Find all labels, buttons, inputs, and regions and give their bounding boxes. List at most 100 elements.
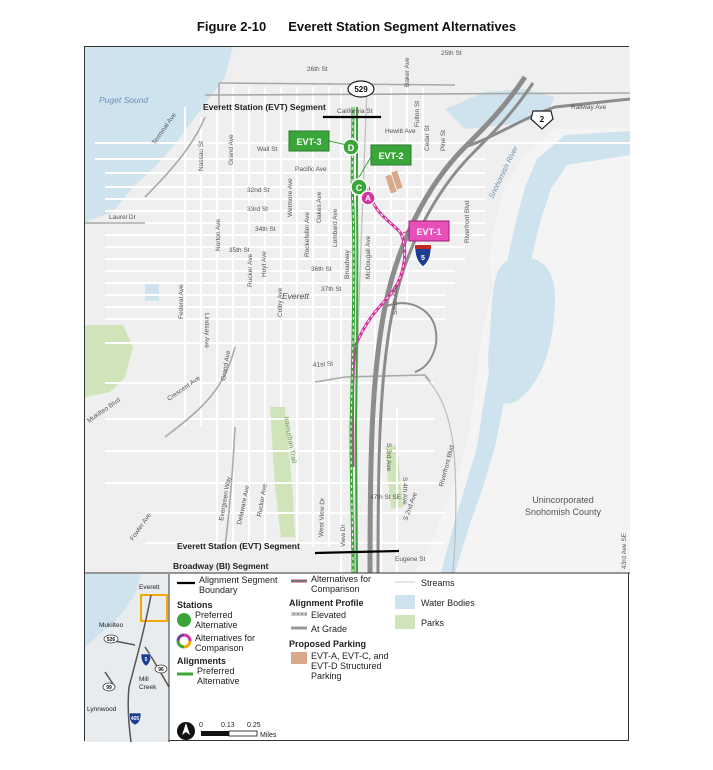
scale-bar — [201, 730, 258, 737]
park-east — [385, 445, 403, 509]
label-colby: Colby Ave — [277, 287, 284, 317]
station-a[interactable]: A — [360, 190, 376, 206]
label-34th: 34th St — [255, 226, 276, 233]
label-36th: 36th St — [311, 266, 332, 273]
legend-parking-swatch — [291, 652, 307, 664]
callout-evt1[interactable]: EVT-1 — [402, 220, 450, 242]
legend-profile-header: Alignment Profile — [289, 598, 364, 608]
evt2-alignment — [354, 107, 359, 573]
legend-atgrade-label: At Grade — [311, 624, 348, 634]
i5-shield-text: 5 — [421, 255, 425, 262]
label-snohomish-county: Snohomish County — [525, 507, 602, 517]
legend-parks-swatch — [395, 615, 415, 629]
legend-parking-header: Proposed Parking — [289, 639, 367, 649]
label-37th: 37th St — [321, 286, 342, 293]
callout-evt2[interactable]: EVT-2 — [358, 144, 412, 178]
map-frame: 25th St 26th St California St Hewitt Ave… — [84, 46, 630, 743]
i5-highway — [367, 75, 630, 573]
label-wall: Wall St — [257, 146, 278, 153]
callout-evt2-text: EVT-2 — [378, 151, 403, 161]
legend-elevated-label: Elevated — [311, 610, 347, 620]
label-rucker: Rucker Ave — [247, 253, 254, 287]
preferred-elevated — [350, 106, 355, 573]
label-westview: West View Dr — [318, 497, 326, 537]
legend-comparison-station-swatch — [176, 633, 192, 649]
label-laurel: Laurel Dr — [109, 214, 137, 221]
label-47th: 47th St SE — [370, 494, 402, 501]
label-32nd: 32nd St — [247, 187, 270, 194]
us2-shield-text: 2 — [540, 115, 545, 124]
label-grand: Grand Ave — [228, 134, 235, 165]
scale-unit: Miles — [260, 732, 277, 739]
station-c[interactable]: C — [350, 178, 368, 196]
label-nassau: Nassau St — [198, 141, 205, 171]
scale-labels: 0 0.13 0.25 Miles — [199, 722, 277, 739]
legend-streams-label: Streams — [421, 578, 455, 588]
sr529-shield-text: 529 — [354, 85, 368, 94]
label-baker: Baker Ave — [404, 57, 411, 87]
station-c-letter: C — [356, 183, 363, 193]
label-25th: 25th St — [441, 50, 462, 57]
legend-water-swatch — [395, 595, 415, 609]
sr529-shield: 529 — [347, 80, 375, 98]
label-wetmore: Wetmore Ave — [287, 178, 294, 217]
inset-creek: Creek — [139, 684, 157, 691]
station-d-letter: D — [348, 143, 355, 153]
interurban-park — [270, 407, 295, 537]
inset-everett: Everett — [139, 584, 160, 591]
inset-lynnwood: Lynnwood — [87, 706, 117, 713]
inset-shield-99: 99 — [106, 685, 112, 691]
north-arrow-icon — [177, 722, 195, 740]
inset-shield-5: 5 — [145, 657, 148, 663]
callout-evt3[interactable]: EVT-3 — [288, 130, 348, 152]
legend-symbols — [176, 579, 415, 740]
legend-water-label: Water Bodies — [421, 598, 475, 608]
proposed-parking — [385, 170, 403, 194]
inset-mill: Mill — [139, 676, 149, 683]
inset-extent-box — [140, 594, 168, 622]
label-pacific: Pacific Ave — [295, 166, 327, 173]
label-eugene: Eugene St — [395, 556, 426, 563]
label-26th: 26th St — [307, 66, 328, 73]
label-smith: Smith Ave — [392, 285, 399, 315]
map-svg[interactable]: 25th St 26th St California St Hewitt Ave… — [85, 47, 630, 743]
label-boundary-top: Everett Station (EVT) Segment — [203, 102, 326, 112]
label-s4th: S 4th Ave — [401, 477, 408, 505]
label-lombard: Lombard Ave — [332, 208, 339, 247]
station-a-letter: A — [365, 194, 371, 203]
legend-parking-label: EVT-A, EVT-C, and EVT-D Structured Parki… — [311, 651, 389, 681]
boundary-line-bottom — [314, 549, 400, 555]
label-43rd: 43rd Ave SE — [621, 532, 628, 569]
legend-alt-line-label: Alternatives for Comparison — [311, 574, 372, 594]
label-federal: Federal Ave — [178, 284, 185, 319]
callout-evt1-text: EVT-1 — [416, 227, 441, 237]
i5-shield: 5 — [414, 244, 432, 268]
callout-evt3-text: EVT-3 — [296, 137, 321, 147]
label-hoyt: Hoyt Ave — [261, 251, 268, 277]
us2-shield: 2 — [530, 110, 554, 130]
label-hewitt: Hewitt Ave — [385, 128, 416, 135]
label-california: California St — [337, 108, 373, 115]
snohomish-river — [441, 131, 630, 573]
label-boundary-bottom-2: Broadway (BI) Segment — [173, 561, 269, 571]
legend-comparison-station-label: Alternatives for Comparison — [195, 633, 256, 653]
inset-map: Everett Mukilteo Mill Creek Lynnwood 526… — [85, 574, 170, 743]
label-norton: Norton Ave — [215, 219, 222, 251]
label-unincorporated: Unincorporated — [532, 495, 594, 505]
figure-number: Figure 2-10 — [196, 19, 267, 34]
evt1-elevated — [354, 186, 406, 348]
label-boundary-bottom-1: Everett Station (EVT) Segment — [177, 541, 300, 551]
puget-sound-water — [85, 47, 233, 222]
label-cedar: Cedar St — [424, 125, 431, 151]
inset-shield-405: 405 — [131, 716, 140, 722]
label-broadway: Broadway — [344, 249, 351, 279]
label-view: View Dr — [340, 524, 347, 547]
scale-0: 0 — [199, 722, 203, 729]
label-oakes: Oakes Ave — [316, 191, 323, 223]
label-s3rd: S 3rd Ave — [385, 443, 392, 471]
label-mcdougall: McDougall Ave — [365, 235, 372, 279]
label-pine: Pine St — [440, 130, 447, 151]
station-d[interactable]: D — [342, 138, 360, 156]
legend-alignments-header: Alignments — [177, 656, 227, 666]
label-33rd: 33rd St — [247, 206, 268, 213]
